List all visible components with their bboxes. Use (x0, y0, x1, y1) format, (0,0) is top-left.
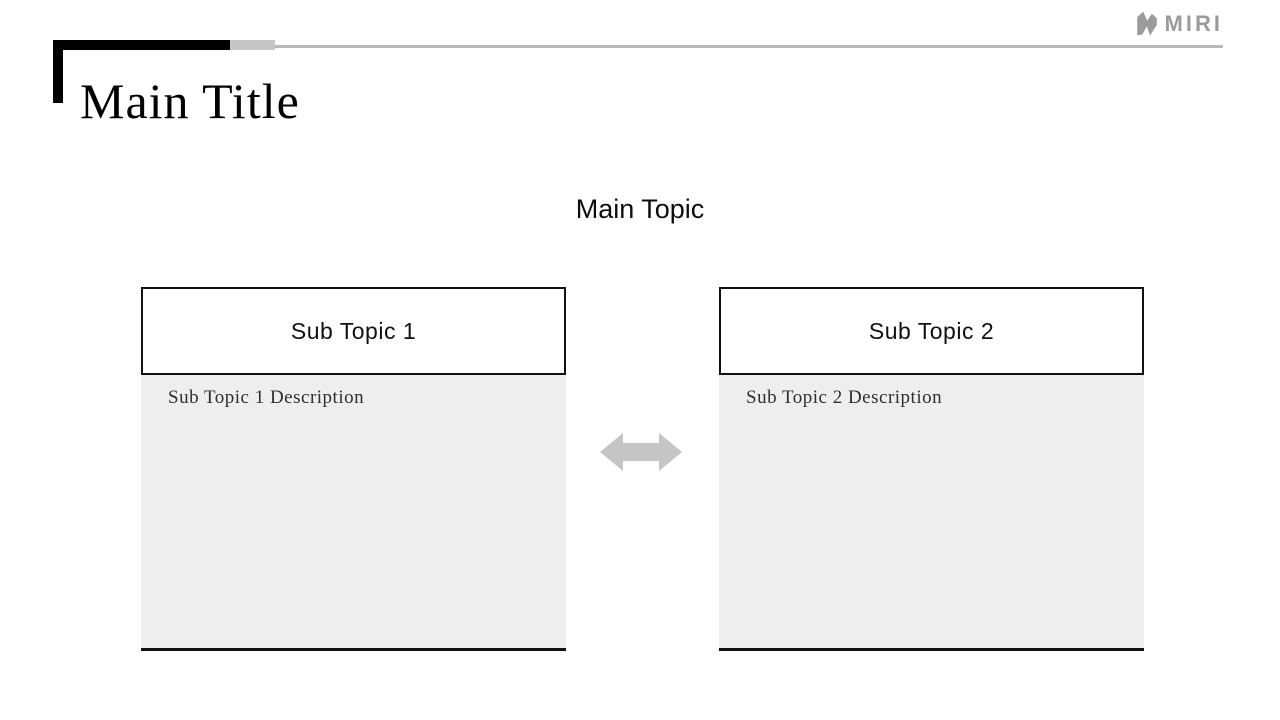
header-divider-line (275, 45, 1223, 48)
logo-text: MIRI (1164, 10, 1223, 36)
sub-topic-card-2: Sub Topic 2 Sub Topic 2 Description (719, 287, 1144, 651)
logo: MIRI (1134, 10, 1223, 37)
main-topic-label: Main Topic (575, 194, 705, 224)
sub-topic-2-header: Sub Topic 2 (719, 287, 1144, 375)
title-accent-bar-gray (230, 40, 275, 50)
sub-topic-card-1: Sub Topic 1 Sub Topic 1 Description (141, 287, 566, 651)
title-accent-bar-black (53, 40, 230, 50)
sub-topic-2-description: Sub Topic 2 Description (746, 387, 943, 408)
left-right-arrow-icon (600, 433, 682, 471)
sub-topic-1-body: Sub Topic 1 Description (141, 375, 566, 651)
sub-topic-1-title: Sub Topic 1 (290, 317, 417, 344)
sub-topic-1-header: Sub Topic 1 (141, 287, 566, 375)
page-title: Main Title (80, 73, 300, 129)
sub-topic-2-title: Sub Topic 2 (868, 317, 995, 344)
title-accent-bar-vertical (53, 40, 63, 103)
miri-logo-icon (1136, 11, 1157, 36)
sub-topic-1-description: Sub Topic 1 Description (168, 387, 365, 408)
sub-topic-2-body: Sub Topic 2 Description (719, 375, 1144, 651)
